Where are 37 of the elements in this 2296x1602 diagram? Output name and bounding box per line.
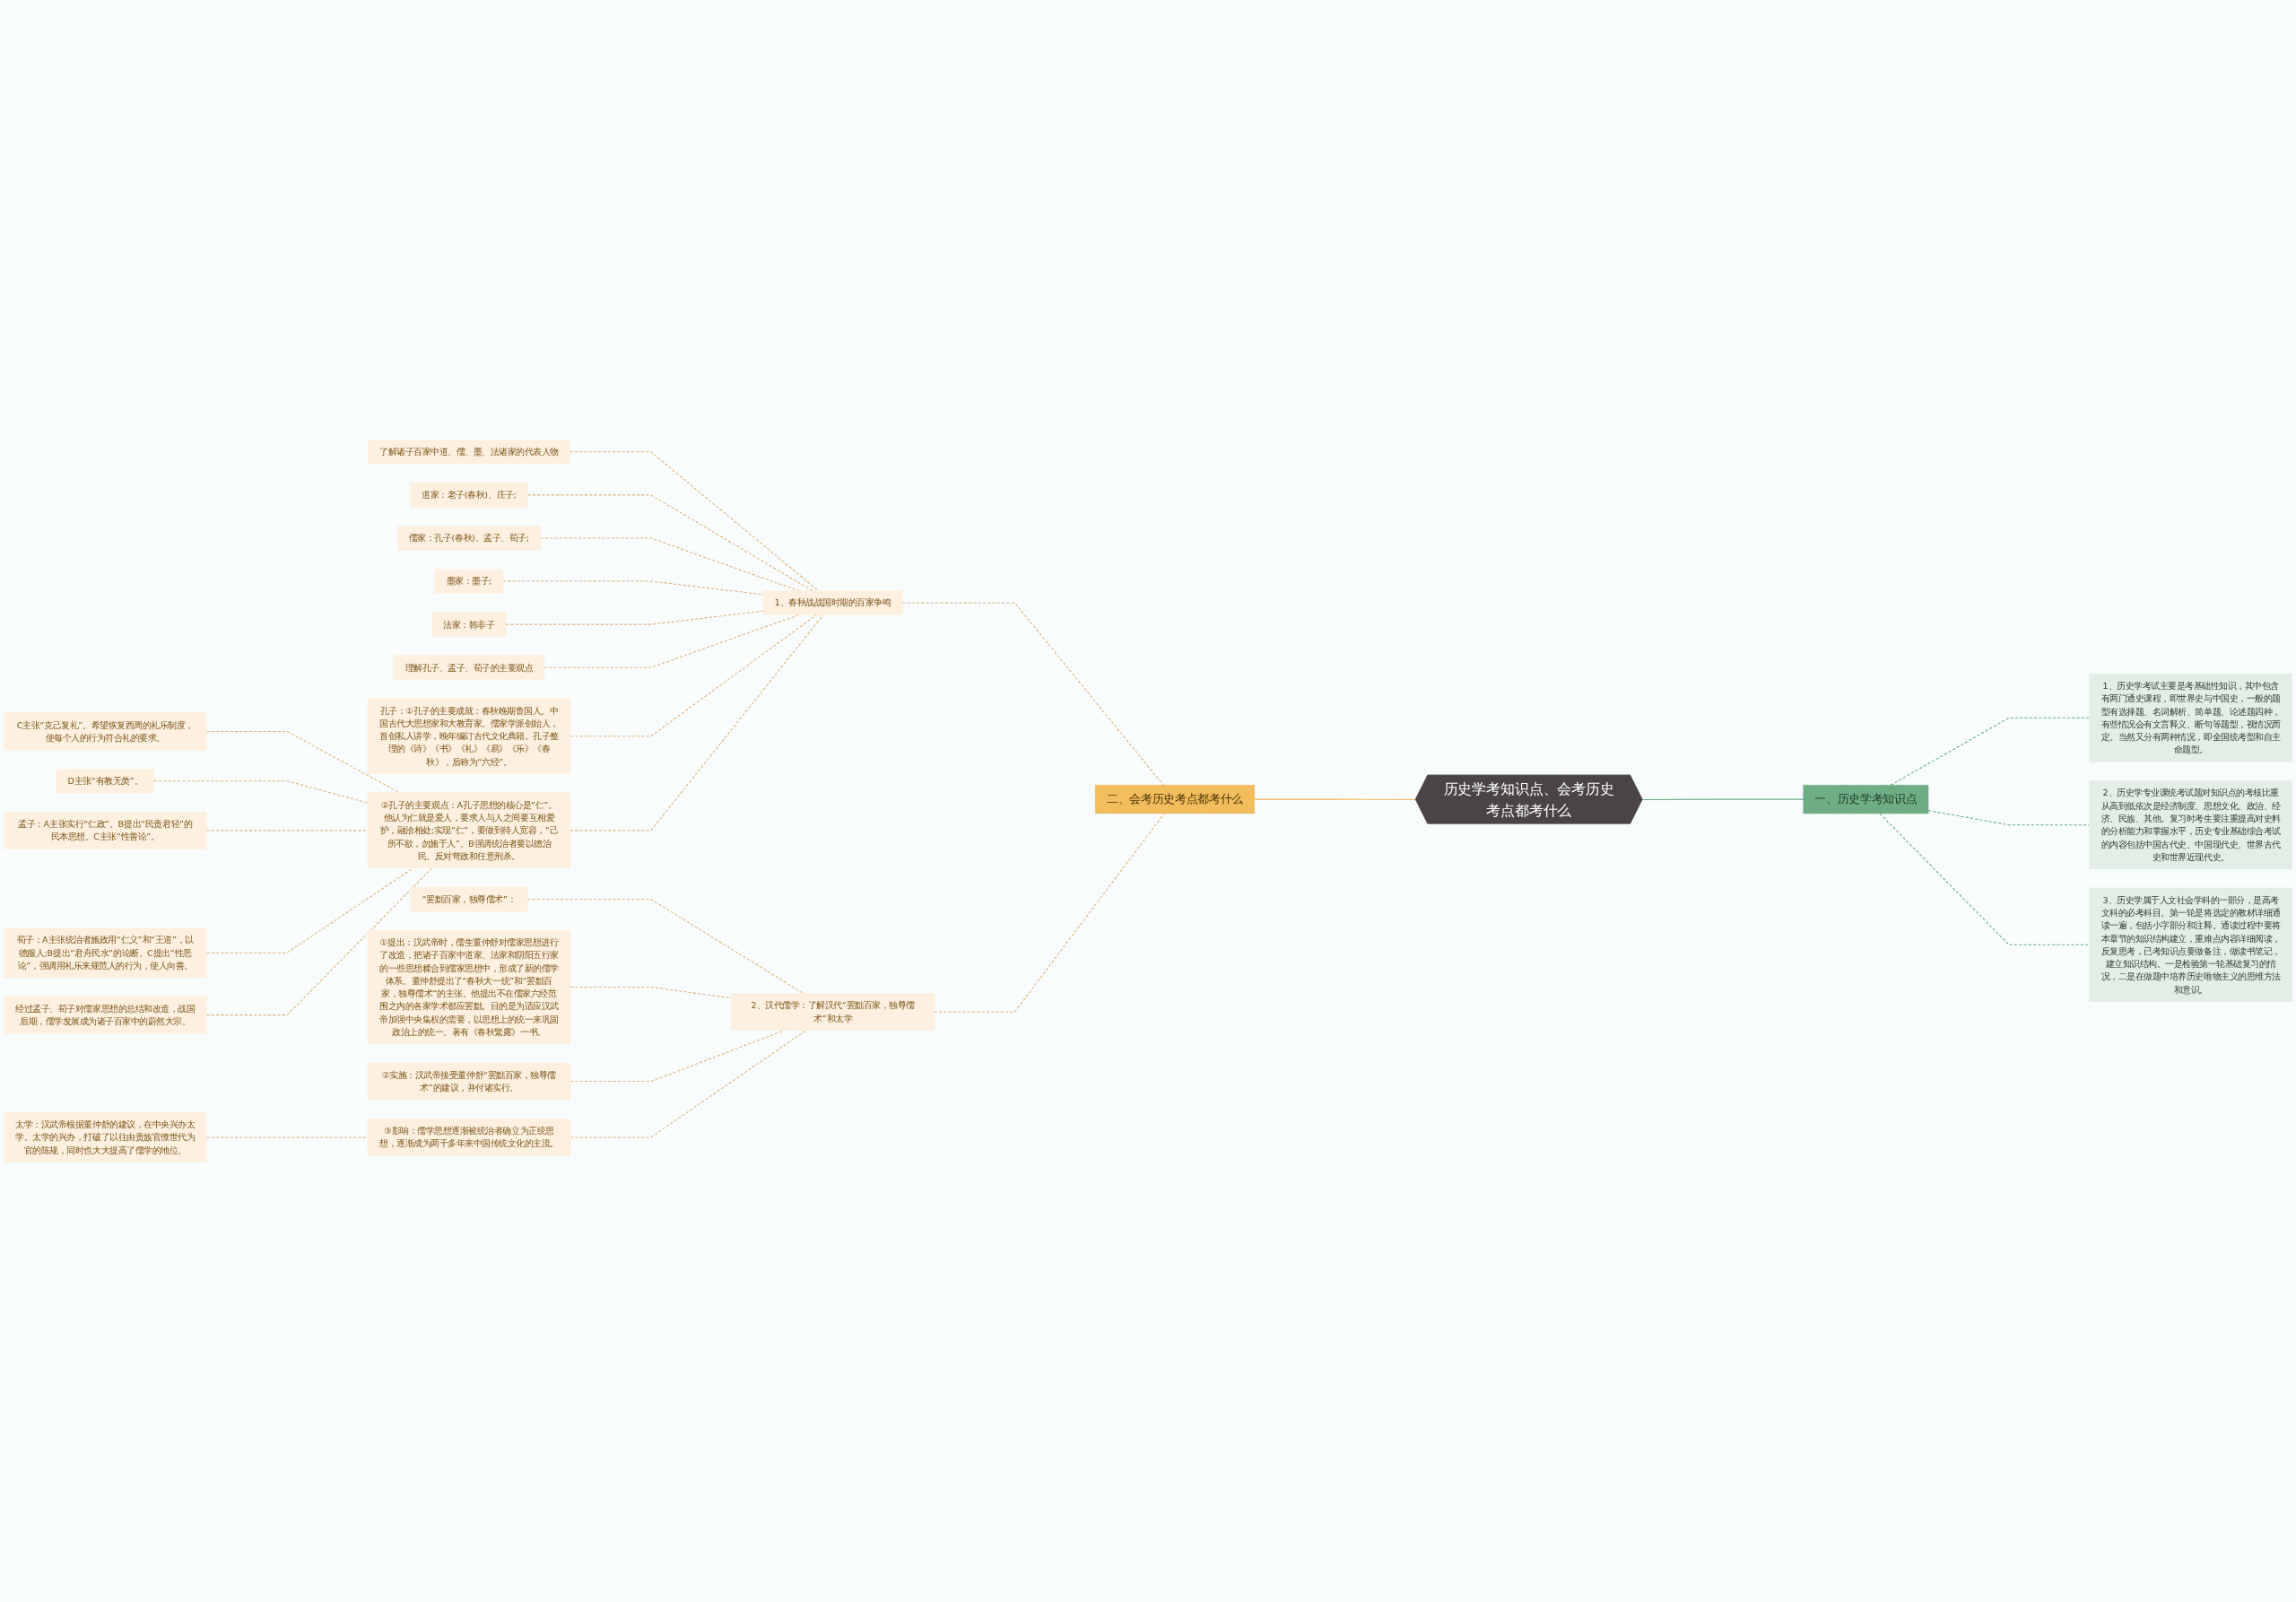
node-box: 孟子：A主张实行“仁政”。B提出“民贵君轻”的民本思想。C主张“性善论”。	[3, 812, 207, 849]
node-box: 孔子：①孔子的主要成就：春秋晚期鲁国人。中国古代大思想家和大教育家。儒家学派创始人，首创私人讲学，晚年编订古代文化典籍。孔子整理的《诗》《书》《礼》《易》《乐》《春秋》，后称为“六经”。	[367, 698, 571, 775]
node-box: 2、汉代儒学：了解汉代“罢黜百家，独尊儒术”和太学	[731, 993, 935, 1031]
connector	[570, 614, 817, 737]
connector	[570, 614, 824, 831]
connector	[1890, 717, 2091, 786]
node-box: 经过孟子、荀子对儒家思想的总结和改造，战国后期，儒学发展成为诸子百家中的蔚然大宗。	[3, 996, 207, 1034]
node-box: 荀子：A主张统治者施政用“仁义”和“王道”，以德服人;B提出“君舟民水”的论断。C提出“性恶论”，强调用礼乐来规范人的行为，使人向善。	[3, 927, 207, 979]
connector	[1641, 798, 1805, 800]
node-box: 儒家：孔子(春秋)、孟子、荀子;	[396, 526, 541, 551]
node-box: 道家：老子(春秋)、庄子;	[410, 483, 528, 508]
connector	[505, 610, 764, 625]
node-box: 2、历史学专业课统考试题对知识点的考核比重从高到低依次是经济制度、思想文化、政治、经济、民族、其他。复习时考生要注重提高对史料的分析能力和掌握水平，历史专业基础综合考试的内容包括中国古代史、中国现代史、世界古代史和世界近现代史。	[2089, 780, 2293, 870]
connector	[205, 867, 413, 953]
node-box: 3、历史学属于人文社会学科的一部分，是高考文科的必考科目。第一轮是将选定的教材详细通读一遍，包括小字部分和注释。通读过程中要将本章节的知识结构建立，重难点内容详细阅读，反复思考，已考知识点要做备注，做读书笔记，建立知识结构。一是检验第一轮基础复习的情况，二是在做题中培养历史唯物主义的思维方法和意识。	[2089, 887, 2293, 1002]
node-box: ③影响：儒学思想逐渐被统治者确立为正统思想，逐渐成为两千多年来中国传统文化的主流。	[367, 1119, 571, 1156]
node-box: ①提出：汉武帝时，儒生董仲舒对儒家思想进行了改造，把诸子百家中道家、法家和阴阳五行家的一些思想糅合到儒家思想中，形成了新的儒学体系。董仲舒提出了“春秋大一统”和“罢黜百家，独尊儒术”的主张。他提出不在儒家六经范围之内的各家学术都应罢黜。目的是为适应汉武帝加强中央集权的需要，以思想上的统一来巩固政治上的统一。著有《春秋繁露》一书。	[367, 929, 571, 1045]
node-box: ②实施：汉武帝接受董仲舒“罢黜百家，独尊儒术”的建议，并付诸实行。	[367, 1062, 571, 1101]
node-box: C主张“克己复礼”。希望恢复西周的礼乐制度，使每个人的行为符合礼的要求。	[3, 712, 207, 751]
node-box: “罢黜百家，独尊儒术”：	[410, 886, 528, 912]
node-box: 墨家：墨子;	[434, 569, 504, 594]
node-box: 理解孔子、孟子、荀子的主要观点	[393, 655, 545, 680]
node-box: 太学：汉武帝根据董仲舒的建议，在中央兴办太学。太学的兴办，打破了以往由贵族官僚世代为官的陈规，同时也大大提高了儒学的地位。	[3, 1111, 207, 1162]
node-box: D主张“有教无类”。	[56, 768, 155, 794]
connector	[1254, 798, 1417, 800]
node-box: 一、历史学考知识点	[1803, 785, 1929, 814]
node-box: 1、历史学考试主要是考基础性知识，其中包含有两门通史课程，即世界史与中国史，一般的题型有选择题、名词解析、简单题、论述题四种，有些情况会有文言释义、断句等题型，视情况而定。当然又分有两种情况，即全国统考型和自主命题型。	[2089, 673, 2293, 762]
connector	[526, 898, 804, 994]
node-box: 了解诸子百家中道、儒、墨、法诸家的代表人物	[368, 440, 570, 465]
connector	[526, 494, 813, 592]
connector	[901, 602, 1164, 786]
node-box: ②孔子的主要观点：A孔子思想的核心是“仁”。他认为仁就是爱人，要求人与人之间要互相爱护，融洽相处;实现“仁”，要做到待人宽容，“己所不欲，勿施于人”。B强调统治者要以德治民。反对苛政和任意刑杀。	[367, 792, 571, 869]
node-box: 法家：韩非子	[431, 612, 507, 637]
connector	[1879, 813, 2091, 945]
node-box: 1、春秋战战国时期的百家争鸣	[762, 590, 903, 615]
connector	[569, 451, 819, 592]
node-box: 二、会考历史考点都考什么	[1095, 785, 1256, 814]
